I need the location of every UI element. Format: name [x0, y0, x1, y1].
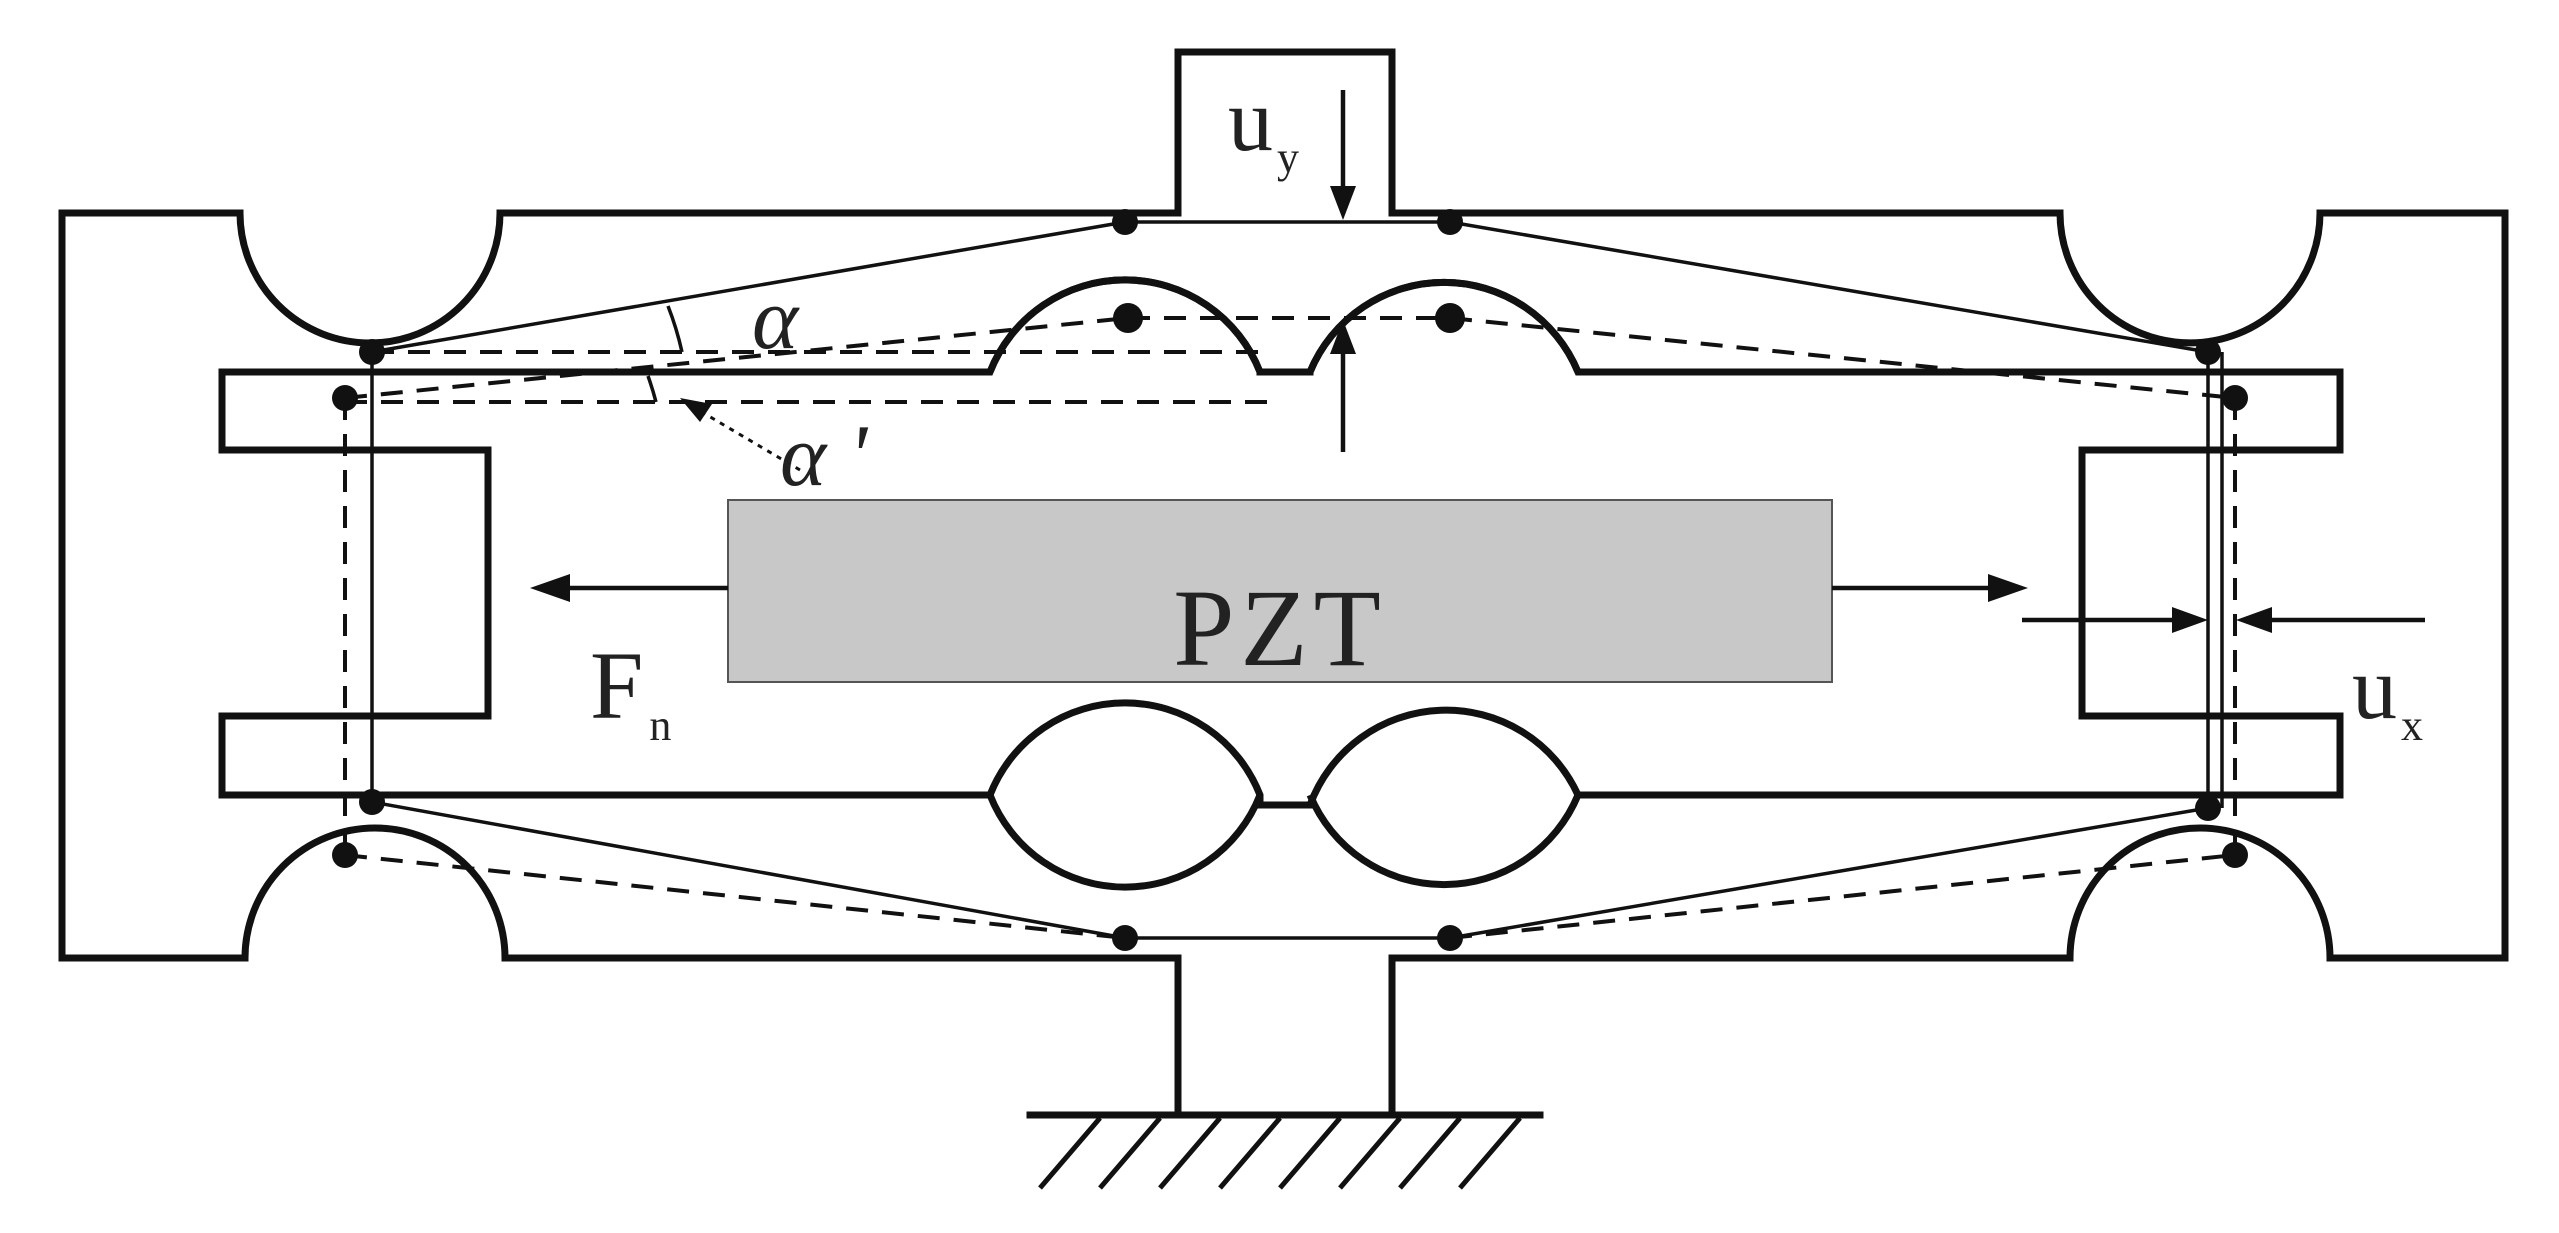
- angle-markers: [646, 305, 684, 403]
- hatch-2: [1098, 1116, 1162, 1190]
- force-left-head: [530, 574, 570, 602]
- force-subscript: n: [649, 701, 671, 750]
- ux-left-head: [2172, 607, 2208, 633]
- pzt-label: PZT: [1173, 567, 1387, 689]
- hatch-1: [1038, 1116, 1102, 1190]
- pivot-bottom-right: [2195, 795, 2221, 821]
- alpha-prime-leader-head: [680, 398, 712, 422]
- hinge-top-right-center: [1306, 278, 1582, 374]
- alpha-label: α: [752, 271, 800, 368]
- pivot-top-right-deformed: [2222, 385, 2248, 411]
- pivot-top-left-deformed: [332, 385, 358, 411]
- pivot-top-center-left-deformed: [1113, 303, 1143, 333]
- bottom-hinges: [986, 793, 1582, 891]
- hatch-3: [1158, 1116, 1222, 1190]
- force-symbol: F: [590, 632, 643, 739]
- uy-arrows: [1330, 90, 1356, 452]
- angle-alpha-arc: [666, 305, 684, 353]
- linkage-dashed: [343, 316, 2237, 940]
- dash-bottom-left: [344, 853, 1126, 940]
- alpha-prime-label: α ': [780, 408, 869, 505]
- pivot-bottom-right-deformed: [2222, 842, 2248, 868]
- linkage-solid: [370, 220, 2224, 940]
- pivot-bottom-center-left: [1112, 925, 1138, 951]
- link-bottom-right: [1449, 806, 2209, 940]
- force-right-head: [1988, 574, 2028, 602]
- hatch-5: [1278, 1116, 1342, 1190]
- force-arrows: [530, 574, 2028, 602]
- pivot-top-center-left: [1112, 209, 1138, 235]
- pivot-top-left: [359, 339, 385, 365]
- link-bottom-left: [371, 800, 1126, 940]
- ux-right-head: [2236, 607, 2272, 633]
- outer-frame: [58, 48, 2509, 1119]
- link-top-left: [371, 220, 1126, 354]
- hatch-8: [1458, 1116, 1522, 1190]
- pivot-top-center-right-deformed: [1435, 303, 1465, 333]
- pivot-top-right: [2195, 339, 2221, 365]
- hatch-7: [1398, 1116, 1462, 1190]
- link-top-right: [1449, 220, 2209, 354]
- dash-bottom-right: [1449, 853, 2236, 940]
- uy-label: uy: [1228, 71, 1299, 182]
- ux-arrows: [2022, 607, 2425, 633]
- hinge-top-left-center: [986, 276, 1264, 374]
- pzt-actuator: [727, 499, 1833, 683]
- dash-top-left: [344, 316, 1129, 400]
- ground-support: [1026, 1111, 1544, 1190]
- uy-down-head: [1330, 186, 1356, 220]
- top-hinges: [986, 276, 1582, 376]
- hinge-bottom-right-center: [1306, 793, 1582, 889]
- hatch-6: [1338, 1116, 1402, 1190]
- ux-subscript: x: [2401, 701, 2423, 750]
- hinge-bottom-left-center: [986, 793, 1264, 891]
- uy-up-head: [1330, 320, 1356, 354]
- uy-subscript: y: [1277, 133, 1299, 182]
- pivot-top-center-right: [1437, 209, 1463, 235]
- angle-alpha-prime-arc: [646, 375, 658, 403]
- ux-label: ux: [2352, 639, 2423, 750]
- pivot-bottom-left: [359, 789, 385, 815]
- hatch-4: [1218, 1116, 1282, 1190]
- pivot-bottom-center-right: [1437, 925, 1463, 951]
- pivot-points: [332, 209, 2248, 951]
- frame-top-left: [58, 48, 2509, 1119]
- dash-top-right: [1449, 316, 2236, 400]
- uy-symbol: u: [1228, 71, 1273, 170]
- pivot-bottom-left-deformed: [332, 842, 358, 868]
- ux-symbol: u: [2352, 639, 2397, 738]
